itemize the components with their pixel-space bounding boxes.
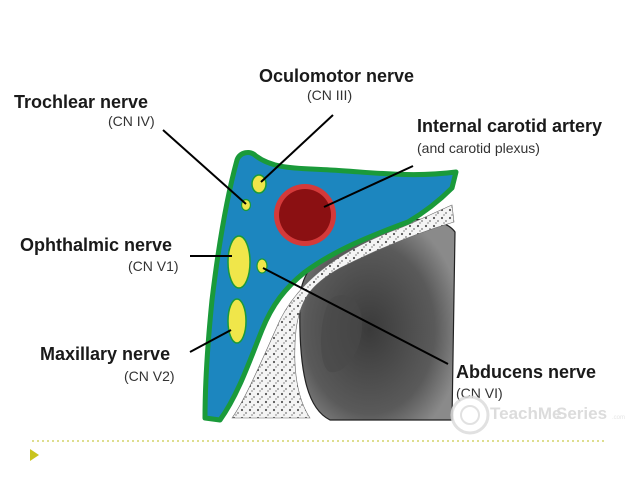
- leader-oculomotor: [260, 114, 334, 183]
- carotid-name: Internal carotid artery: [417, 116, 602, 136]
- maxillary-nerve-shape: [227, 298, 247, 344]
- carotid-artery-lumen: [279, 189, 331, 241]
- oculomotor-nerve-shape: [251, 174, 267, 194]
- ophthalmic-name: Ophthalmic nerve: [20, 235, 172, 255]
- watermark-brand-a: TeachMe: [490, 404, 562, 423]
- ophthalmic-nerve-shape: [227, 235, 251, 289]
- maxillary-name: Maxillary nerve: [40, 344, 170, 364]
- teachme-logo-icon: [450, 395, 490, 435]
- oculomotor-name: Oculomotor nerve: [259, 66, 414, 86]
- trabecular-bone: [231, 204, 455, 419]
- watermark-tld: .com: [612, 415, 625, 421]
- ophthalmic-cn: (CN V1): [128, 258, 179, 274]
- leader-trochlear: [162, 129, 247, 205]
- label-carotid: Internal carotid artery (and carotid ple…: [417, 116, 602, 156]
- watermark: TeachMe Series .com: [450, 395, 625, 435]
- leader-abducens: [262, 267, 449, 365]
- label-abducens: Abducens nerve (CN VI): [456, 362, 596, 401]
- leader-carotid: [323, 165, 414, 208]
- triangle-bullet-icon: [30, 449, 39, 461]
- oculomotor-cn: (CN III): [307, 87, 352, 103]
- abducens-name: Abducens nerve: [456, 362, 596, 382]
- label-trochlear: Trochlear nerve (CN IV): [14, 92, 155, 129]
- carotid-cn: (and carotid plexus): [417, 140, 540, 156]
- leader-lines: [162, 114, 449, 365]
- trochlear-name: Trochlear nerve: [14, 92, 148, 112]
- maxillary-cn: (CN V2): [124, 368, 175, 384]
- leader-maxillary: [189, 329, 232, 353]
- abducens-nerve-shape: [256, 258, 268, 274]
- label-maxillary: Maxillary nerve (CN V2): [40, 344, 175, 384]
- cavernous-sinus: [202, 150, 459, 423]
- trochlear-cn: (CN IV): [108, 113, 155, 129]
- label-oculomotor: Oculomotor nerve (CN III): [259, 66, 414, 103]
- watermark-brand-b: Series: [556, 404, 607, 423]
- label-ophthalmic: Ophthalmic nerve (CN V1): [20, 235, 179, 274]
